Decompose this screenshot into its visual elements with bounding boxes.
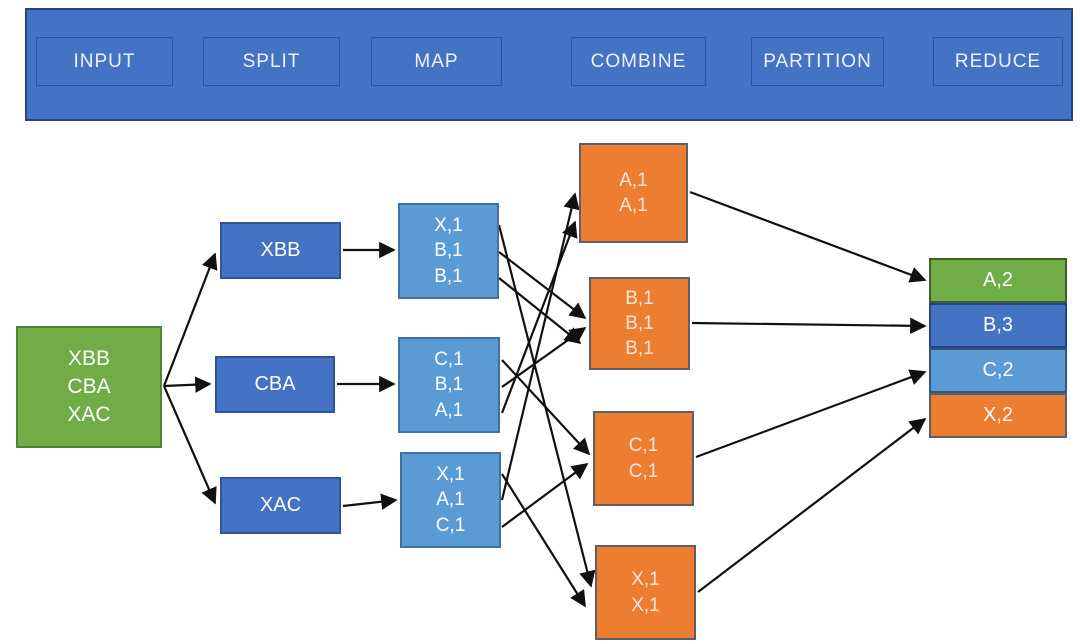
stage-map: MAP [371,37,502,86]
stage-split: SPLIT [203,37,340,86]
pipeline-header-bar: INPUT SPLIT MAP COMBINE PARTITION REDUCE [25,8,1073,121]
edge-combine-x-to-reduce-x [697,417,927,593]
edge-map-3-to-combine-x [501,473,586,608]
edge-combine-a-to-reduce-a [689,190,927,283]
split-node-cba: CBA [215,356,335,413]
reduce-row-c: C,2 [929,348,1067,393]
reduce-row-a: A,2 [929,258,1067,303]
edge-map-1-to-combine-b [498,251,587,320]
edge-map-1-to-combine-x [497,224,596,588]
combine-node-b: B,1 B,1 B,1 [589,277,690,370]
map-node-1: X,1 B,1 B,1 [398,203,499,299]
map-node-3: X,1 A,1 C,1 [400,452,501,548]
edge-map-3-to-combine-c [501,463,589,528]
edge-input-to-split-xbb [162,252,218,387]
edge-split-xac-to-map-3 [342,493,398,510]
reduce-row-x: X,2 [929,393,1067,438]
edge-map-2-to-combine-a [500,220,578,414]
edge-combine-b-to-reduce-b [691,317,927,335]
edge-map-1-to-combine-b [498,277,582,345]
edge-map-3-to-combine-a [500,192,580,501]
combine-node-a: A,1 A,1 [579,143,688,243]
edge-input-to-split-cba [163,376,212,393]
edge-input-to-split-xac [162,385,217,505]
map-node-2: C,1 B,1 A,1 [398,337,500,433]
edge-map-2-to-combine-c [501,359,591,456]
split-node-xac: XAC [220,477,341,534]
reduce-row-b: B,3 [929,303,1067,348]
input-node: XBB CBA XAC [16,326,162,448]
edge-map-2-to-combine-b [501,327,587,388]
stage-partition: PARTITION [751,37,884,86]
split-node-xbb: XBB [220,222,341,279]
stage-input: INPUT [36,37,173,86]
edge-combine-c-to-reduce-c [695,369,927,459]
combine-node-c: C,1 C,1 [593,411,694,506]
stage-reduce: REDUCE [933,37,1063,86]
stage-combine: COMBINE [571,37,706,86]
combine-node-x: X,1 X,1 [595,545,696,640]
